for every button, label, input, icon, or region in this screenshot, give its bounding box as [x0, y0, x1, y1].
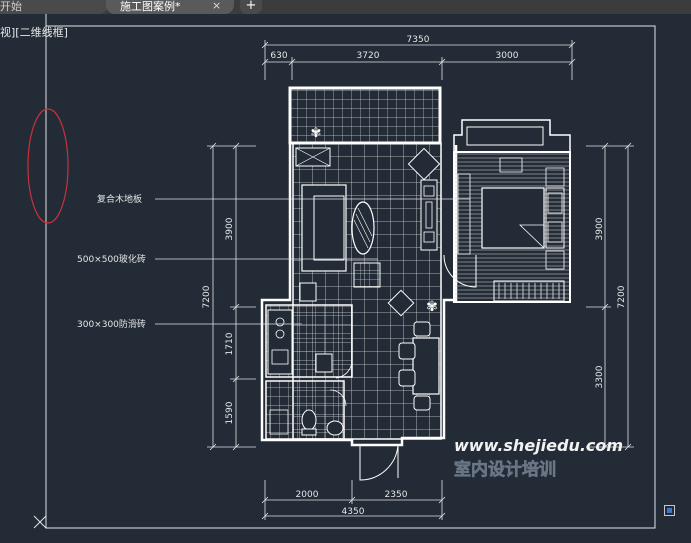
entry-plant-icon: ✾: [426, 299, 438, 315]
watermark-url: www.shejiedu.com: [454, 436, 623, 455]
bedroom-door: [443, 254, 477, 288]
navigation-bar-toggle[interactable]: [664, 505, 675, 516]
balcony-plant-icon: ✾: [311, 126, 322, 141]
dim-right-seg1: 3900: [595, 217, 605, 240]
dim-left-total: 7200: [202, 285, 212, 308]
dim-top-seg1: 630: [270, 51, 287, 61]
kitchen-sink: [271, 349, 289, 365]
dim-left-seg1: 3900: [225, 217, 235, 240]
balcony: [289, 87, 441, 144]
dining-chair-1: [398, 342, 416, 360]
dim-top-total: 7350: [407, 35, 430, 45]
tab-bar: 开始 施工图案例* × +: [0, 0, 691, 14]
viewport-controls[interactable]: 视][二维线框]: [0, 26, 68, 39]
bedroom-desk: [457, 173, 471, 255]
tv-cabinet: [420, 179, 438, 251]
corner-cabinet: [407, 147, 441, 181]
tab-close-icon[interactable]: ×: [212, 0, 222, 12]
rug: [353, 262, 381, 288]
stove-burner-1: [275, 317, 285, 327]
wash-basin: [326, 420, 344, 436]
nightstand-bottom: [545, 250, 565, 270]
outer-wall-main: [260, 143, 458, 447]
dim-top-seg3: 3000: [496, 51, 519, 61]
sofa: [301, 184, 347, 272]
new-tab-button[interactable]: +: [240, 0, 262, 14]
dim-bottom-seg2: 2350: [385, 490, 408, 500]
dim-right-total: 7200: [617, 285, 627, 308]
label-wood-floor: 复合木地板: [97, 193, 142, 205]
red-markup-ellipse: [27, 108, 69, 224]
tab-start-label: 开始: [0, 0, 22, 13]
dim-right-seg2: 3300: [595, 365, 605, 388]
entry-rug: [387, 289, 415, 317]
dim-bottom-total: 4350: [342, 507, 365, 517]
fridge: [315, 353, 333, 373]
dim-top-seg2: 3720: [357, 51, 380, 61]
shower: [269, 409, 289, 435]
dining-table: [412, 337, 440, 395]
dining-chair-3: [413, 321, 431, 337]
tab-drawing-label: 施工图案例*: [120, 0, 181, 13]
dim-bottom-seg1: 2000: [296, 490, 319, 500]
entrance-door: [359, 444, 399, 481]
bathroom-door: [329, 389, 347, 407]
drawing-canvas[interactable]: 7350 630 3720 3000 7200 3900 1710 1590 3…: [0, 14, 691, 543]
nightstand-top: [545, 167, 565, 187]
ucs-icon: [33, 515, 47, 529]
dim-top: [261, 40, 576, 80]
dim-right: [586, 142, 634, 451]
bedroom-bay: [453, 119, 571, 153]
dining-chair-2: [398, 369, 416, 387]
dim-bottom: [261, 480, 446, 520]
wardrobe: [493, 280, 565, 302]
label-tile-500: 500×500玻化砖: [77, 253, 146, 265]
dim-left: [207, 142, 256, 451]
nav-square-icon: [667, 508, 672, 513]
kitchen-door: [335, 359, 353, 379]
page-frame: [45, 25, 656, 529]
bedroom-tv-cabinet: [499, 157, 523, 173]
stove-burner-2: [275, 329, 285, 339]
toilet: [301, 409, 317, 431]
tab-drawing[interactable]: 施工图案例*: [106, 0, 234, 14]
tab-start[interactable]: 开始: [0, 0, 108, 14]
label-tile-300: 300×300防滑砖: [77, 318, 146, 330]
floor-plan-svg: 7350 630 3720 3000 7200 3900 1710 1590 3…: [27, 14, 656, 529]
dining-chair-4: [413, 395, 431, 411]
watermark-text: 室内设计培训: [454, 459, 556, 480]
dim-left-seg3: 1590: [225, 401, 235, 424]
dim-left-seg2: 1710: [225, 332, 235, 355]
